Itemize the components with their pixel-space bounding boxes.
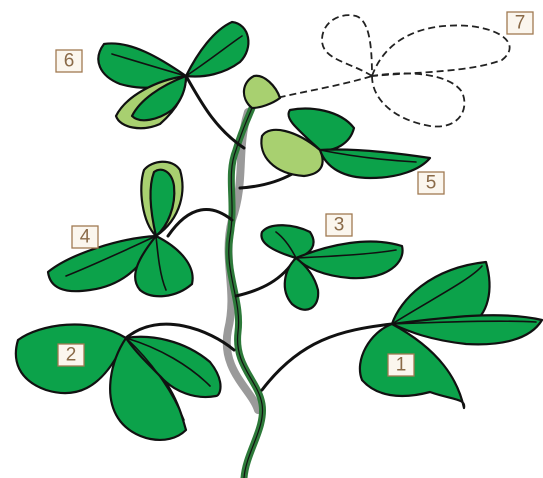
label-5: 5 [418, 172, 444, 194]
label-1: 1 [388, 354, 414, 376]
leaf-1 [360, 262, 542, 408]
leaf-4 [48, 162, 193, 297]
label-6: 6 [56, 50, 82, 72]
label-7: 7 [507, 12, 533, 34]
leaf-2 [16, 325, 221, 440]
label-4: 4 [72, 226, 98, 248]
label-4-text: 4 [80, 227, 91, 248]
stem-bud [244, 76, 280, 108]
label-3: 3 [326, 214, 352, 236]
label-6-text: 6 [64, 51, 75, 72]
label-2-text: 2 [66, 345, 77, 366]
label-1-text: 1 [396, 355, 407, 376]
label-2: 2 [58, 344, 84, 366]
leaf-3 [261, 225, 402, 309]
label-5-text: 5 [426, 173, 437, 194]
label-3-text: 3 [334, 215, 345, 236]
leaf-6 [98, 22, 248, 128]
label-7-text: 7 [515, 13, 526, 34]
